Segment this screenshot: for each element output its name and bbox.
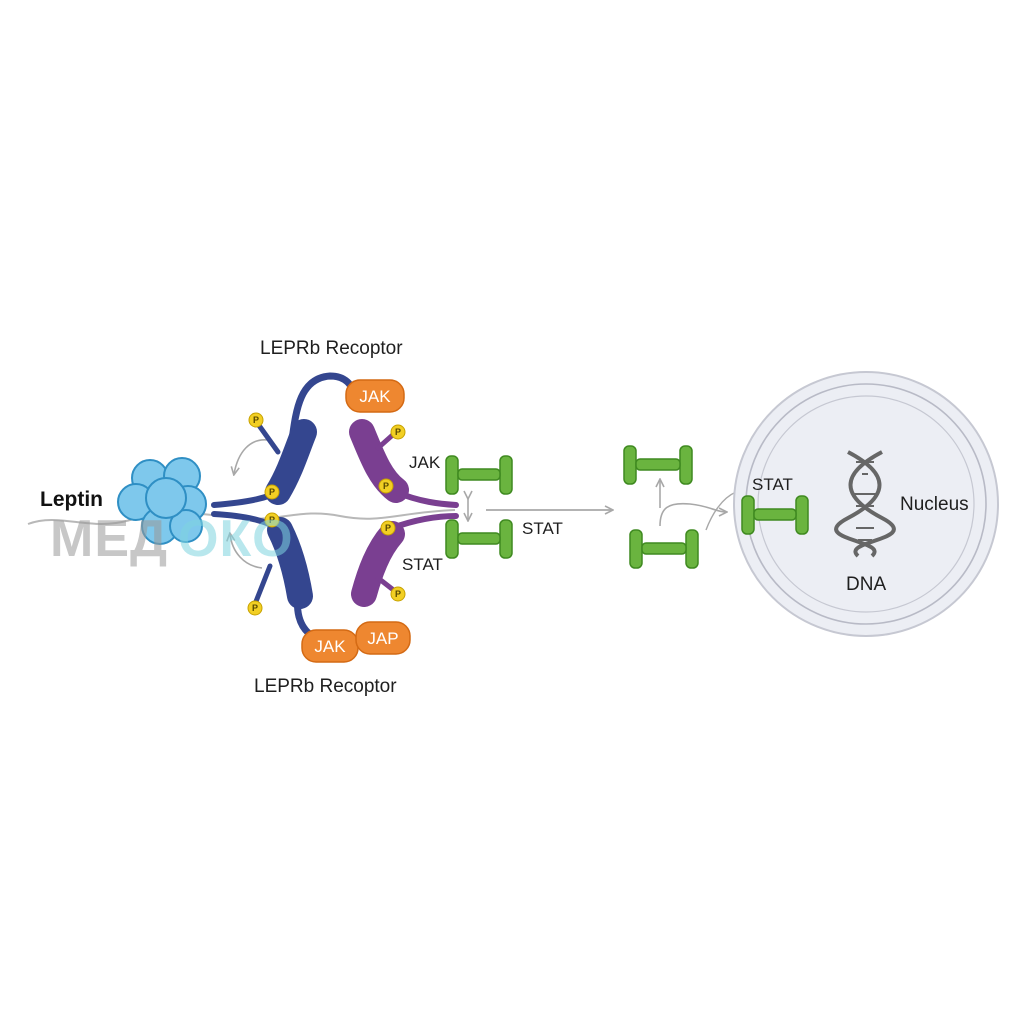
watermark-logo: МЕД ОКО <box>50 510 294 568</box>
leptin-molecule <box>117 457 207 545</box>
stat-dimer-nucleus <box>741 495 809 535</box>
jak-box-top: JAK <box>345 379 405 413</box>
svg-text:P: P <box>252 603 258 613</box>
stat-dimer-right-top <box>623 445 693 485</box>
svg-text:JAK: JAK <box>359 387 391 406</box>
svg-text:P: P <box>395 427 401 437</box>
phospho-p-icon: P <box>264 484 280 500</box>
receptor-blue <box>211 372 358 640</box>
nucleus <box>733 371 999 637</box>
svg-text:JAP: JAP <box>367 629 398 648</box>
stat-dimer-lower <box>445 519 513 559</box>
stat-side-label-left: STAT <box>402 555 443 574</box>
svg-text:МЕД: МЕД <box>50 510 168 568</box>
leptin-arrow-top <box>234 439 269 474</box>
svg-text:P: P <box>269 487 275 497</box>
leptin-label: Leptin <box>40 488 103 511</box>
receptor-bottom-label: LEPRb Recoptor <box>254 676 397 697</box>
svg-text:P: P <box>385 523 391 533</box>
svg-text:P: P <box>253 415 259 425</box>
merge-arrows <box>659 502 726 527</box>
leptin-arrow-bottom <box>230 534 263 569</box>
phospho-p-icon: P <box>247 600 263 616</box>
dna-helix-icon <box>834 450 896 558</box>
svg-text:ОКО: ОКО <box>178 510 294 568</box>
dna-label: DNA <box>846 574 886 595</box>
jak-box-bottom: JAK <box>301 629 359 663</box>
phospho-p-icon: P <box>390 424 406 440</box>
svg-text:P: P <box>269 515 275 525</box>
merge-curve-bottom <box>705 491 737 531</box>
svg-text:JAK: JAK <box>314 637 346 656</box>
svg-text:P: P <box>383 481 389 491</box>
phospho-p-icon: P <box>378 478 394 494</box>
svg-text:P: P <box>395 589 401 599</box>
nucleus-label: Nucleus <box>900 494 969 515</box>
stat-side-label-right: STAT <box>522 519 563 538</box>
phospho-p-icon: P <box>380 520 396 536</box>
phospho-p-icon: P <box>264 512 280 528</box>
jak-side-label: JAK <box>409 453 441 472</box>
jap-box-bottom: JAP <box>355 621 411 655</box>
stat-dimer-upper <box>445 455 513 495</box>
phospho-sites: P P P P P P P P <box>247 412 406 616</box>
stat-nucleus-label: STAT <box>752 475 793 494</box>
stat-dimer-right-bottom <box>629 529 699 569</box>
phospho-p-icon: P <box>390 586 406 602</box>
receptor-top-label: LEPRb Recoptor <box>260 338 403 359</box>
phospho-p-icon: P <box>248 412 264 428</box>
